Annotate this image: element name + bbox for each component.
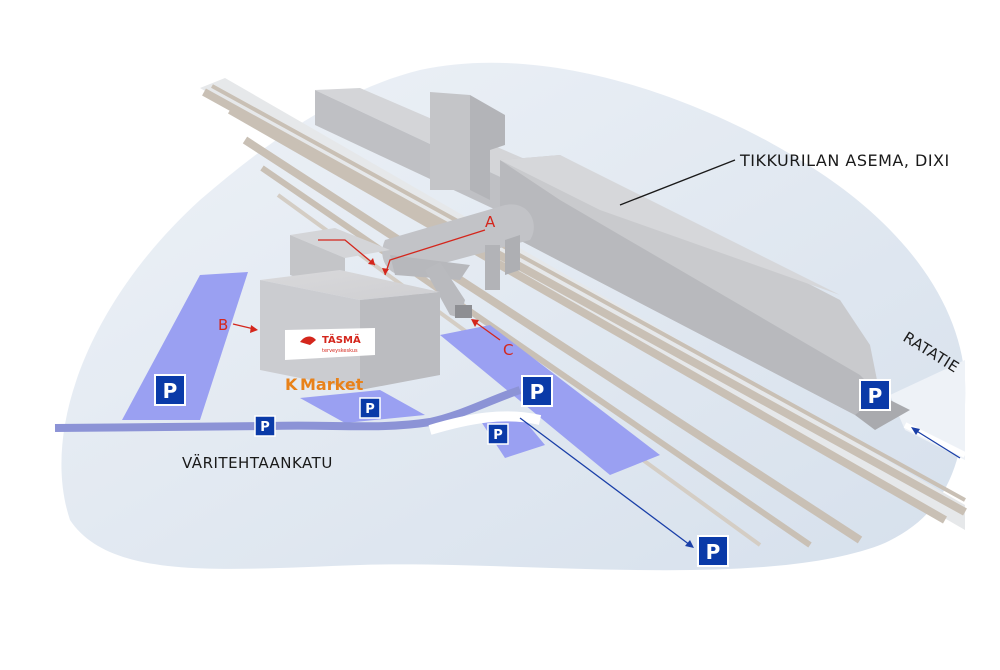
entrance-markers: A B C [218,213,513,359]
marker-a: A [485,213,496,231]
parking-signs: P P P P P P P [154,374,891,567]
svg-text:P: P [493,428,503,443]
parking-sign-front-lot: P [359,397,381,419]
marker-b: B [218,316,228,334]
kmarket-label: Market [300,375,364,394]
commercial-building [260,228,440,390]
railway-tracks [200,78,967,548]
marker-c: C [503,341,513,359]
parking-sign-remote-lot: P [697,535,729,567]
direction-arrows [519,417,961,548]
kmarket-k-logo: K [285,375,298,394]
kmarket-sign: K Market [285,375,364,394]
parking-sign-east-lot: P [859,379,891,411]
street-label: VÄRITEHTAANKATU [182,453,333,472]
svg-text:P: P [163,379,178,403]
tasma-sign: TÄSMÄ terveyskeskus [300,332,361,354]
station-leader-line [619,159,736,206]
parking-sign-street: P [254,415,276,437]
tasma-logo-icon [300,336,316,345]
svg-text:P: P [260,420,270,435]
svg-text:P: P [868,384,883,408]
ratatie-road [890,360,965,460]
tasma-sublabel: terveyskeskus [322,348,358,354]
svg-text:P: P [530,380,545,404]
parking-sign-small-lot: P [487,423,509,445]
pedestrian-bridge [382,204,534,318]
parking-sign-west-lot: P [154,374,186,406]
station-building [315,88,910,430]
svg-text:P: P [706,540,721,564]
tasma-label: TÄSMÄ [322,332,361,346]
station-label: TIKKURILAN ASEMA, DIXI [739,151,950,170]
varitehtaankatu-street [54,386,542,435]
parking-sign-track-lot: P [521,375,553,407]
svg-text:P: P [365,402,375,417]
